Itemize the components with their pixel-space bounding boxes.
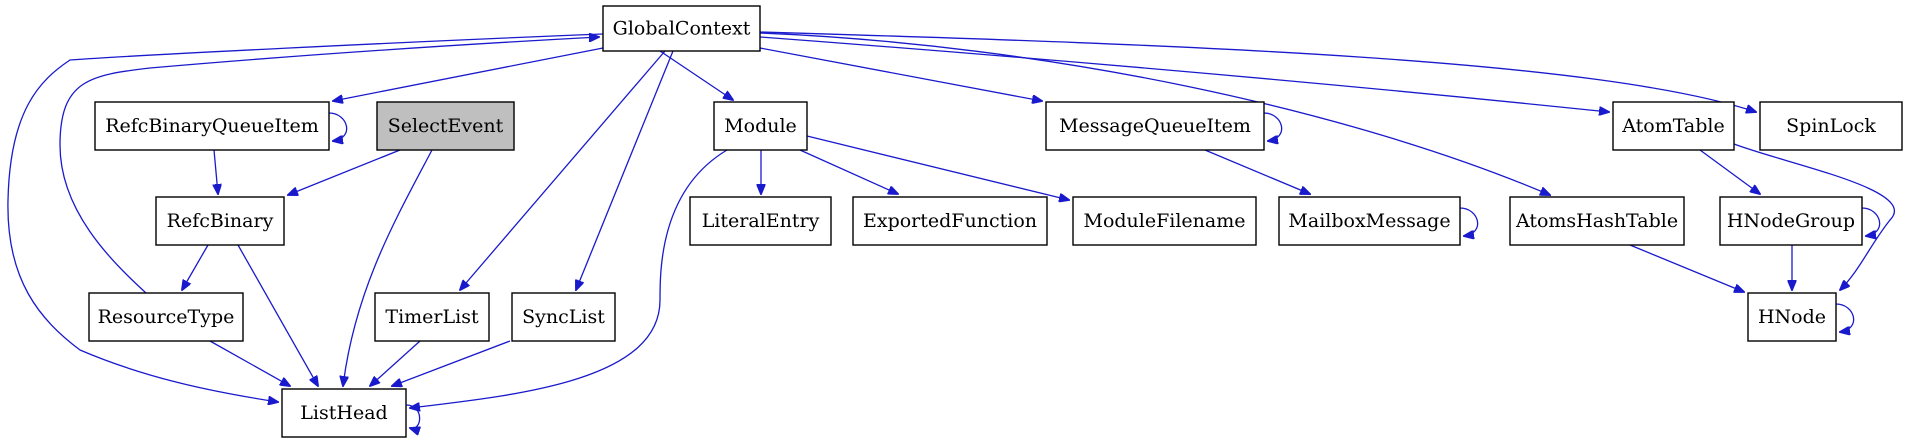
node-box (1759, 101, 1903, 151)
edge-module-to-modulefilename (806, 135, 1069, 200)
edge-globalcontext-to-atomtable (759, 36, 1609, 112)
edge-mailboxmessage-to-mailboxmessage (1459, 207, 1479, 236)
node-selectevent[interactable]: SelectEvent (376, 101, 515, 151)
node-mailboxmessage[interactable]: MailboxMessage (1278, 196, 1461, 246)
node-label: Module (724, 115, 797, 137)
node-literalentry[interactable]: LiteralEntry (689, 196, 832, 246)
edge-synclist-to-listhead (392, 340, 511, 386)
edge-selectevent-to-refcbinary (288, 149, 401, 195)
node-label: HNode (1758, 306, 1826, 328)
node-atomtable[interactable]: AtomTable (1612, 101, 1735, 151)
node-box (511, 292, 616, 342)
edge-refcbinary-to-resourcetype (182, 244, 209, 290)
node-box (1612, 101, 1735, 151)
node-box (94, 101, 330, 151)
node-label: ModuleFilename (1083, 210, 1245, 232)
edge-atomtable-to-hnodegroup (1699, 149, 1760, 194)
node-label: TimerList (385, 306, 479, 328)
edge-module-to-exportedfunction (799, 149, 898, 194)
edge-globalcontext-to-refcbinaryqueueitem (333, 47, 604, 101)
edge-atomshashtable-to-hnode (1629, 244, 1744, 292)
node-globalcontext[interactable]: GlobalContext (602, 5, 761, 52)
node-box (852, 196, 1048, 246)
edge-globalcontext-to-spinlock (759, 31, 1756, 112)
node-label: HNodeGroup (1727, 210, 1855, 232)
node-label: SyncList (522, 306, 605, 328)
node-label: MessageQueueItem (1059, 115, 1251, 137)
node-box (1072, 196, 1257, 246)
edge-hnode-to-hnode (1835, 303, 1855, 332)
node-resourcetype[interactable]: ResourceType (88, 292, 244, 342)
node-refcbinaryqueueitem[interactable]: RefcBinaryQueueItem (94, 101, 330, 151)
node-label: SelectEvent (388, 115, 504, 137)
edge-refcbinaryqueueitem-to-refcbinary (214, 149, 218, 194)
node-timerlist[interactable]: TimerList (374, 292, 490, 342)
node-label: ExportedFunction (863, 210, 1037, 232)
edge-selectevent-to-listhead (343, 149, 433, 386)
node-box (602, 5, 761, 52)
node-box (155, 196, 285, 246)
edge-refcbinary-to-listhead (237, 244, 318, 386)
edge-listhead-to-listhead (405, 404, 420, 428)
edge-globalcontext-to-timerlist (460, 50, 666, 290)
node-spinlock[interactable]: SpinLock (1759, 101, 1903, 151)
node-exportedfunction[interactable]: ExportedFunction (852, 196, 1048, 246)
node-box (1747, 292, 1837, 342)
node-label: RefcBinary (167, 210, 274, 232)
edge-resourcetype-to-listhead (209, 340, 290, 386)
edge-module-to-listhead (410, 149, 728, 408)
edge-messagequeueitem-to-messagequeueitem (1263, 112, 1283, 141)
node-modulefilename[interactable]: ModuleFilename (1072, 196, 1257, 246)
node-box (1278, 196, 1461, 246)
edge-timerlist-to-listhead (370, 340, 421, 386)
edge-messagequeueitem-to-mailboxmessage (1204, 149, 1310, 194)
node-box (1045, 101, 1265, 151)
node-atomshashtable[interactable]: AtomsHashTable (1509, 196, 1685, 246)
node-box (374, 292, 490, 342)
node-box (689, 196, 832, 246)
node-label: ResourceType (98, 306, 235, 328)
node-label: SpinLock (1786, 115, 1876, 137)
edge-globalcontext-to-atomshashtable (759, 32, 1550, 195)
edge-globalcontext-to-module (659, 50, 733, 100)
node-refcbinary[interactable]: RefcBinary (155, 196, 285, 246)
node-box (1509, 196, 1685, 246)
edge-atomtable-to-hnode (1733, 143, 1895, 290)
edge-globalcontext-to-synclist (576, 50, 674, 290)
node-label: RefcBinaryQueueItem (105, 115, 319, 137)
node-label: AtomsHashTable (1515, 210, 1678, 232)
edges-layer (7, 31, 1895, 428)
edge-hnodegroup-to-hnodegroup (1861, 207, 1881, 236)
node-box (88, 292, 244, 342)
node-box (713, 101, 808, 151)
node-synclist[interactable]: SyncList (511, 292, 616, 342)
node-label: MailboxMessage (1288, 210, 1450, 232)
edge-refcbinaryqueueitem-to-refcbinaryqueueitem (328, 112, 348, 141)
node-box (281, 388, 407, 438)
node-hnodegroup[interactable]: HNodeGroup (1719, 196, 1863, 246)
node-label: AtomTable (1621, 115, 1725, 137)
edge-globalcontext-to-listhead (7, 33, 604, 402)
edge-resourcetype-to-globalcontext (59, 37, 599, 294)
node-messagequeueitem[interactable]: MessageQueueItem (1045, 101, 1265, 151)
node-box (1719, 196, 1863, 246)
node-label: ListHead (300, 402, 387, 424)
node-box (376, 101, 515, 151)
node-listhead[interactable]: ListHead (281, 388, 407, 438)
node-hnode[interactable]: HNode (1747, 292, 1837, 342)
node-label: GlobalContext (613, 18, 751, 40)
node-label: LiteralEntry (702, 210, 820, 232)
edge-globalcontext-to-messagequeueitem (759, 47, 1042, 101)
node-module[interactable]: Module (713, 101, 808, 151)
